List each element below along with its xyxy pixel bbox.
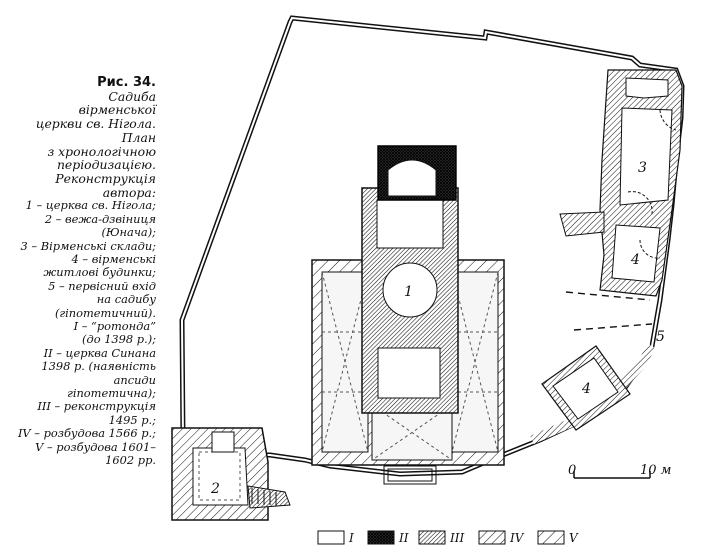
- caption-line: План: [121, 129, 156, 145]
- legend-swatch-i: [317, 530, 345, 545]
- legend-line: апсиди: [113, 372, 156, 387]
- caption-line: Реконструкція: [55, 170, 156, 186]
- legend-label-v: V: [569, 531, 579, 545]
- legend-line: гіпотетична);: [67, 386, 156, 401]
- armenian-warehouses: [559, 69, 683, 297]
- period-legend: I II III IV V: [317, 530, 579, 545]
- tower-label: 2: [210, 481, 220, 497]
- scale-start: 0: [568, 463, 576, 478]
- legend-swatch-ii: [367, 530, 395, 545]
- legend-swatch-iv: [478, 530, 506, 545]
- legend-line: 4 – вірменські: [71, 251, 156, 266]
- legend-label-iv: IV: [509, 531, 525, 545]
- caption-line: періодизацією.: [56, 157, 156, 173]
- legend-line: I – “ротонда”: [73, 318, 156, 333]
- legend-line: 1495 р.;: [108, 412, 156, 427]
- legend-line: 1 – церква св. Нігола;: [25, 198, 156, 213]
- caption-line: Садиба: [108, 88, 156, 104]
- legend-line: III – реконструкція: [37, 399, 156, 414]
- figure-caption: Рис. 34. Садиба вірменської церкви св. Н…: [0, 76, 156, 467]
- legend-line: V – розбудова 1601–: [35, 439, 156, 454]
- legend-line: 1602 рр.: [105, 453, 156, 468]
- bell-tower: [171, 427, 291, 521]
- figure-number: Рис. 34.: [97, 75, 156, 90]
- legend-line: на садибу: [96, 292, 156, 307]
- caption-line: з хронологічною: [47, 143, 156, 159]
- legend-label-iii: III: [449, 531, 464, 545]
- legend-line: 2 – вежа-дзвіниця: [44, 211, 156, 226]
- legend-line: 1398 р. (наявність: [41, 359, 156, 374]
- caption-line: вірменської: [78, 102, 156, 118]
- entrance-dashes: [565, 291, 653, 331]
- caption-line: церкви св. Нігола.: [35, 116, 156, 132]
- legend-line: II – церква Синана: [43, 345, 156, 360]
- legend-line: (гіпотетичний).: [54, 305, 156, 320]
- caption-line: автора:: [102, 184, 156, 200]
- legend-swatch-iii: [418, 530, 446, 545]
- scale-bar: 0 10 м: [568, 463, 671, 479]
- legend-label-ii: II: [398, 531, 409, 545]
- armenian-house: [541, 345, 631, 431]
- house-label-upper: 4: [630, 252, 640, 268]
- warehouses-label: 3: [638, 160, 647, 176]
- church-label: 1: [404, 284, 413, 300]
- house-label-lower: 4: [581, 381, 591, 397]
- legend-line: (до 1398 р.);: [82, 332, 156, 347]
- legend-line: житлові будинки;: [43, 265, 156, 280]
- legend-line: (Юнача);: [101, 225, 157, 240]
- legend-line: 3 – Вірменські склади;: [20, 238, 156, 253]
- scale-end: 10 м: [640, 463, 671, 478]
- entrance-label: 5: [656, 329, 665, 345]
- legend-line: IV – розбудова 1566 р.;: [17, 426, 156, 441]
- legend-swatch-v: [537, 530, 565, 545]
- legend-line: 5 – первісний вхід: [48, 278, 156, 293]
- legend-label-i: I: [348, 531, 354, 545]
- church: [311, 145, 505, 485]
